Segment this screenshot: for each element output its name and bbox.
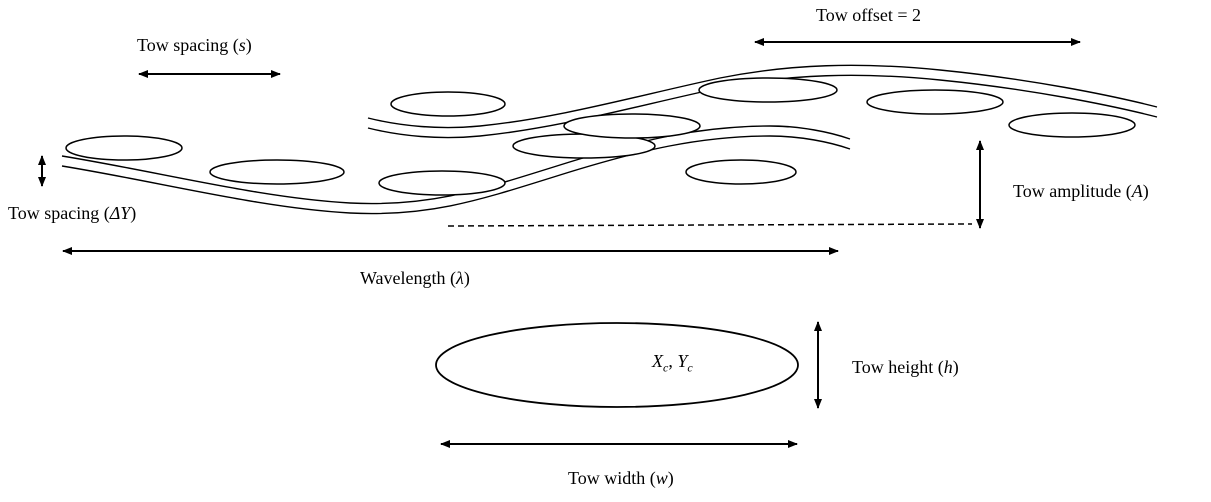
tow-center-label: Xc, Yc — [652, 351, 693, 375]
tow-ellipse — [563, 113, 701, 139]
lower-layer-top-boundary — [61, 125, 851, 205]
tow-ellipse — [378, 170, 506, 196]
lower-wavy-layer — [61, 125, 851, 215]
wavelength-label: Wavelength (λ) — [360, 268, 470, 288]
dimension-arrows — [38, 38, 1081, 448]
tow-width-label: Tow width (w) — [568, 468, 674, 488]
tow-detail-ellipse — [435, 322, 799, 408]
tows — [65, 77, 1136, 196]
tow-height-label: Tow height (h) — [852, 357, 959, 377]
tow-ellipse — [1008, 112, 1136, 138]
tow-spacing-dy-label: Tow spacing (ΔY) — [8, 203, 137, 223]
tow-amplitude-label: Tow amplitude (A) — [1013, 181, 1149, 201]
tow-ellipse — [65, 135, 183, 161]
tow-ellipse — [866, 89, 1004, 115]
tow-ellipse — [698, 77, 838, 103]
tow-spacing-s-label: Tow spacing (s) — [137, 35, 252, 55]
tow-ellipse — [390, 91, 506, 117]
tow-offset-label: Tow offset = 2 — [816, 5, 922, 25]
tow-ellipse — [685, 159, 797, 185]
amplitude-baseline-dashed — [447, 223, 973, 227]
lower-layer-bottom-boundary — [61, 135, 851, 215]
upper-layer-top-boundary — [367, 64, 1158, 129]
tow-ellipse — [209, 159, 345, 185]
